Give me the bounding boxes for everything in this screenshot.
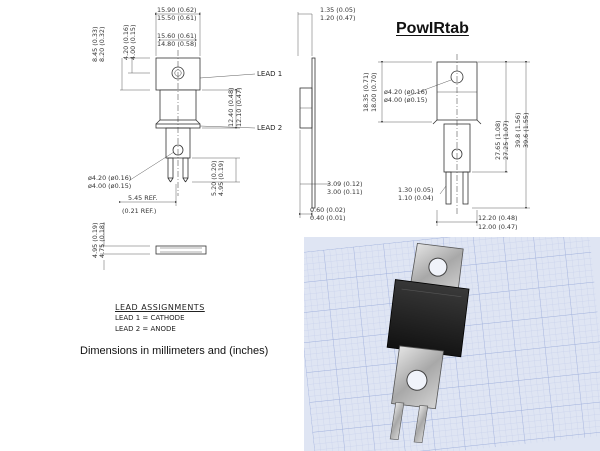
- dim-hole-2: ø4.00 (ø0.15): [88, 182, 131, 190]
- side-dim-top-1: 1.35 (0.05): [320, 6, 355, 14]
- dim-lead-len-1: 5.20 (0.20): [210, 161, 218, 196]
- drawing-canvas: 15.90 (0.62) 15.50 (0.61) 15.60 (0.61) 1…: [88, 6, 530, 270]
- component-photo: [304, 237, 600, 451]
- right-dim-lead-2: 1.10 (0.04): [398, 194, 433, 202]
- side-dim-top-2: 1.20 (0.47): [320, 14, 355, 22]
- right-dim-hole-1: ø4.20 (ø0.16): [384, 88, 427, 96]
- dim-inner-width-1: 15.60 (0.61): [157, 32, 197, 40]
- lead-assignment-line-1: LEAD 1 = CATHODE: [115, 314, 185, 322]
- side-dim-bottom-2: 0.40 (0.01): [310, 214, 345, 222]
- dim-mid-height-2: 12.10 (0.47): [235, 87, 243, 127]
- component-body: [386, 242, 470, 444]
- right-view: [378, 54, 530, 226]
- lead-assignments-heading: LEAD ASSIGNMENTS: [115, 303, 205, 312]
- lead-assignment-line-2: LEAD 2 = ANODE: [115, 325, 176, 333]
- dim-left-inner-1: 4.20 (0.16): [122, 25, 130, 60]
- right-dim-r2-2: 39.6 (1.55): [522, 113, 530, 148]
- right-dim-width-2: 12.00 (0.47): [478, 223, 518, 231]
- component-photo-graphic: [304, 237, 600, 451]
- dim-ref-2: (0.21 REF.): [122, 207, 156, 215]
- dim-left-height-1: 8.45 (0.33): [91, 27, 99, 62]
- side-dim-mid-2: 3.00 (0.11): [327, 188, 362, 196]
- right-dim-lead-1: 1.30 (0.05): [398, 186, 433, 194]
- dim-bottom-2: 4.75 (0.18): [98, 223, 106, 258]
- right-dim-hole-2: ø4.00 (ø0.15): [384, 96, 427, 104]
- dim-left-inner-2: 4.00 (0.15): [129, 25, 137, 60]
- right-dim-r1-2: 27.25 (1.07): [502, 120, 510, 160]
- right-dim-left-1: 18.35 (0.71): [362, 72, 370, 112]
- lead-2-label: LEAD 2: [257, 124, 282, 132]
- package-title: PowIRtab: [396, 20, 469, 37]
- dimensions-note: Dimensions in millimeters and (inches): [80, 345, 269, 357]
- right-dim-r1-1: 27.65 (1.08): [494, 120, 502, 160]
- dim-lead-len-2: 4.95 (0.19): [217, 161, 225, 196]
- dim-hole-1: ø4.20 (ø0.16): [88, 174, 131, 182]
- lead-1-label: LEAD 1: [257, 70, 282, 78]
- side-view: [297, 12, 330, 218]
- dim-bottom-1: 4.95 (0.19): [91, 223, 99, 258]
- lead-assignments: LEAD ASSIGNMENTS LEAD 1 = CATHODE LEAD 2…: [115, 302, 205, 335]
- right-dim-r2-1: 39.8 (1.56): [514, 113, 522, 148]
- dim-inner-width-2: 14.80 (0.58): [157, 40, 197, 48]
- dim-left-height-2: 8.20 (0.32): [98, 27, 106, 62]
- dim-ref-1: 5.45 REF.: [128, 194, 157, 202]
- side-dim-mid-1: 3.09 (0.12): [327, 180, 362, 188]
- dim-top-width-2: 15.50 (0.61): [157, 14, 197, 22]
- right-dim-width-1: 12.20 (0.48): [478, 214, 518, 222]
- right-dim-left-2: 18.00 (0.70): [370, 72, 378, 112]
- dim-top-width-1: 15.90 (0.62): [157, 6, 197, 14]
- side-dim-bottom-1: 0.60 (0.02): [310, 206, 345, 214]
- front-view: [100, 12, 256, 270]
- dim-mid-height-1: 12.40 (0.48): [227, 87, 235, 127]
